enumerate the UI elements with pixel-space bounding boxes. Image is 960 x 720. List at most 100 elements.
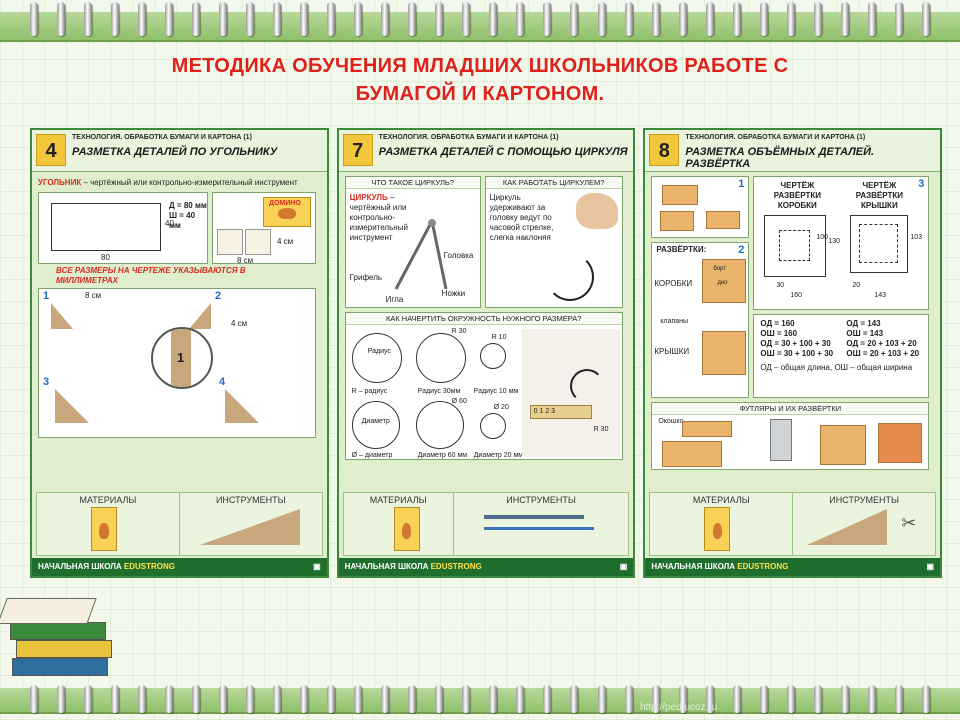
ruler-ticks: 0 1 2 3 <box>533 408 556 415</box>
set-square-4 <box>225 389 259 423</box>
ruler-image <box>529 405 592 419</box>
caption-r: R – радиус <box>351 388 388 395</box>
tools-column: ИНСТРУМЕНТЫ <box>454 493 629 555</box>
dim-breadth-text: Ш = 40 мм <box>169 211 196 230</box>
circle-d60 <box>415 401 464 449</box>
caption-r10: Радиус 10 мм <box>473 388 519 395</box>
scissors-icon: ✂ <box>901 513 917 533</box>
section-title-how: КАК РАБОТАТЬ ЦИРКУЛЕМ? <box>485 177 622 189</box>
label-diameter-word: Диаметр <box>361 418 390 425</box>
step-3-number: 3 <box>43 376 50 388</box>
label-rim: борт <box>713 266 727 272</box>
dim-103: 103 <box>910 234 923 241</box>
arc-drawing-2 <box>569 369 604 403</box>
label-window: Окошко <box>658 418 684 425</box>
arc-drawing <box>545 253 594 301</box>
circle-size-panel: КАК НАЧЕРТИТЬ ОКРУЖНОСТЬ НУЖНОГО РАЗМЕРА… <box>344 312 623 460</box>
brand-bar: НАЧАЛЬНАЯ ШКОЛА EDUSTRONG ▣ <box>338 558 634 576</box>
brand-school: НАЧАЛЬНАЯ ШКОЛА <box>38 562 122 571</box>
circle-d20 <box>479 413 506 439</box>
label-d60: Ø 60 <box>451 398 467 405</box>
step-3-number: 3 <box>918 178 925 190</box>
hand-image <box>575 193 618 229</box>
slide-title-line-1: МЕТОДИКА ОБУЧЕНИЯ МЛАДШИХ ШКОЛЬНИКОВ РАБ… <box>171 55 789 77</box>
lid-net-drawing <box>850 215 909 273</box>
label-bottom: дно <box>717 280 728 286</box>
step-2-number: 2 <box>215 290 222 302</box>
brand-publisher: EDUSTRONG <box>737 562 789 571</box>
label-flaps: клапаны <box>660 318 689 325</box>
pencil-tool-icon <box>483 527 594 530</box>
howto-text: Циркуль удерживают за головку ведут по ч… <box>489 193 554 242</box>
case-image-2 <box>770 419 793 461</box>
step-2-number: 2 <box>738 244 745 256</box>
size-4cm-label: 4 см <box>277 237 294 246</box>
poster-8[interactable]: 8 ТЕХНОЛОГИЯ. ОБРАБОТКА БУМАГИ И КАРТОНА… <box>643 128 943 578</box>
circle-diameter-example <box>351 401 400 449</box>
brand-bar: НАЧАЛЬНАЯ ШКОЛА EDUSTRONG ▣ <box>645 558 941 576</box>
circle-radius-example <box>351 333 402 383</box>
step-4-number: 4 <box>219 376 226 388</box>
box-net-drawing <box>764 215 827 277</box>
brand-bar: НАЧАЛЬНАЯ ШКОЛА EDUSTRONG ▣ <box>32 558 327 576</box>
lid-net-image <box>702 331 747 375</box>
lid-drawing-title: ЧЕРТЁЖ РАЗВЁРТКИ КРЫШКИ <box>855 181 903 210</box>
label-head: Головка <box>443 251 474 260</box>
materials-column: МАТЕРИАЛЫ <box>344 493 454 555</box>
calc-panel: ОД = 160 ОШ = 160 ОД = 30 + 100 + 30 ОШ … <box>753 314 930 398</box>
poster-series: ТЕХНОЛОГИЯ. ОБРАБОТКА БУМАГИ И КАРТОНА (… <box>378 134 559 141</box>
spiral-rings-top <box>0 0 960 40</box>
poster-body: ЧТО ТАКОЕ ЦИРКУЛЬ? ЦИРКУЛЬ – чертёжный и… <box>343 176 630 488</box>
circle-r30 <box>415 333 466 383</box>
brand-logo-icon: ▣ <box>313 562 321 571</box>
box-drawing-title: ЧЕРТЁЖ РАЗВЁРТКИ КОРОБКИ <box>773 181 821 210</box>
dim-length-text: Д = 80 мм <box>169 201 207 210</box>
set-square-1 <box>51 303 73 329</box>
case-net-2 <box>820 425 867 465</box>
steps-panel: 1 8 см 2 4 см 1 3 4 <box>38 288 316 438</box>
poster-4[interactable]: 4 ТЕХНОЛОГИЯ. ОБРАБОТКА БУМАГИ И КАРТОНА… <box>30 128 329 578</box>
millimeter-note: ВСЕ РАЗМЕРЫ НА ЧЕРТЕЖЕ УКАЗЫВАЮТСЯ В МИЛ… <box>56 266 246 285</box>
caption-d20: Диаметр 20 мм <box>473 452 524 459</box>
domino-label: ДОМИНО <box>269 200 301 207</box>
calc-left-3: ОД = 30 + 100 + 30 <box>760 339 831 348</box>
compass-diagram <box>394 219 448 290</box>
poster-number: 7 <box>342 134 373 166</box>
boxes-panel: 1 <box>651 176 750 238</box>
poster-title: РАЗМЕТКА ДЕТАЛЕЙ ПО УГОЛЬНИКУ <box>72 146 278 158</box>
tools-column: ИНСТРУМЕНТЫ ✂ <box>793 493 935 555</box>
poster-header: 7 ТЕХНОЛОГИЯ. ОБРАБОТКА БУМАГИ И КАРТОНА… <box>338 130 634 172</box>
spiral-binding-top <box>0 12 960 42</box>
caption-d60: Диаметр 60 мм <box>417 452 468 459</box>
tools-label: ИНСТРУМЕНТЫ <box>506 495 576 505</box>
ugolnik-definition: УГОЛЬНИК – чертёжный или контрольно-изме… <box>38 178 298 187</box>
tools-label: ИНСТРУМЕНТЫ <box>829 495 899 505</box>
step-1-number: 1 <box>43 290 50 302</box>
calc-right-1: ОД = 143 <box>846 319 881 328</box>
poster-footer: МАТЕРИАЛЫ ИНСТРУМЕНТЫ <box>342 492 630 556</box>
circle-r10 <box>479 343 506 369</box>
calc-left-1: ОД = 160 <box>760 319 795 328</box>
set-square-tool-icon <box>807 509 888 545</box>
poster-7[interactable]: 7 ТЕХНОЛОГИЯ. ОБРАБОТКА БУМАГИ И КАРТОНА… <box>336 128 636 578</box>
brand-logo-icon: ▣ <box>926 562 935 571</box>
materials-column: МАТЕРИАЛЫ <box>37 493 180 555</box>
nets-title: РАЗВЁРТКИ: <box>656 245 707 254</box>
dim-100: 100 <box>816 234 829 241</box>
step-1-number: 1 <box>738 178 745 190</box>
compass-tool-icon <box>483 515 584 519</box>
size-8cm-label: 8 см <box>237 256 254 265</box>
tools-column: ИНСТРУМЕНТЫ <box>180 493 322 555</box>
brand-school: НАЧАЛЬНАЯ ШКОЛА <box>651 562 736 571</box>
books-stack-icon <box>0 598 122 688</box>
material-book-image <box>704 507 731 551</box>
label-r30: R 30 <box>451 328 467 335</box>
label-boxes: КОРОБКИ <box>654 279 693 288</box>
label-lids: КРЫШКИ <box>654 347 690 356</box>
calc-left-2: ОШ = 160 <box>760 329 798 338</box>
poster-body: УГОЛЬНИК – чертёжный или контрольно-изме… <box>36 176 323 488</box>
set-square-2 <box>189 303 211 329</box>
material-book-image <box>393 507 420 551</box>
section-title-size: КАК НАЧЕРТИТЬ ОКРУЖНОСТЬ НУЖНОГО РАЗМЕРА… <box>345 313 622 325</box>
